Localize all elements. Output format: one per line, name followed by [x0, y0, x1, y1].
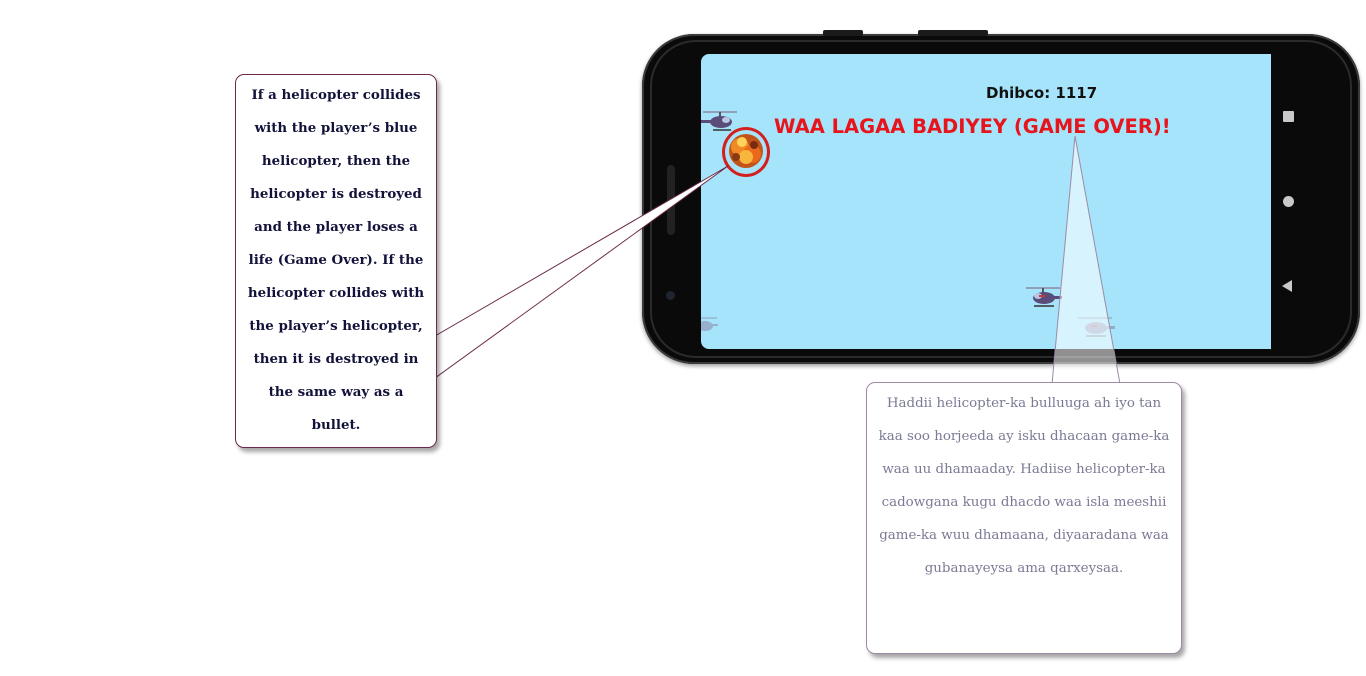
power-button — [918, 30, 988, 36]
collision-highlight-ring — [722, 127, 770, 177]
nav-back-icon[interactable] — [1282, 280, 1292, 292]
english-explanation-callout: If a helicopter collides with the player… — [235, 74, 437, 448]
enemy-helicopter-icon — [701, 111, 737, 131]
front-camera — [666, 291, 675, 300]
enemy-helicopter-icon — [701, 317, 718, 331]
game-over-message: WAA LAGAA BADIYEY (GAME OVER)! — [774, 115, 1171, 138]
nav-home-icon[interactable] — [1283, 196, 1294, 207]
nav-recent-icon[interactable] — [1283, 111, 1294, 122]
score-label: Dhibco: 1117 — [986, 84, 1098, 102]
right-callout-tail — [1051, 135, 1121, 385]
left-callout-tail — [434, 165, 729, 379]
volume-button — [823, 30, 863, 36]
somali-explanation-callout: Haddii helicopter-ka bulluuga ah iyo tan… — [866, 382, 1182, 654]
enemy-helicopter-icon — [1026, 287, 1062, 307]
phone-rim — [650, 40, 1352, 358]
